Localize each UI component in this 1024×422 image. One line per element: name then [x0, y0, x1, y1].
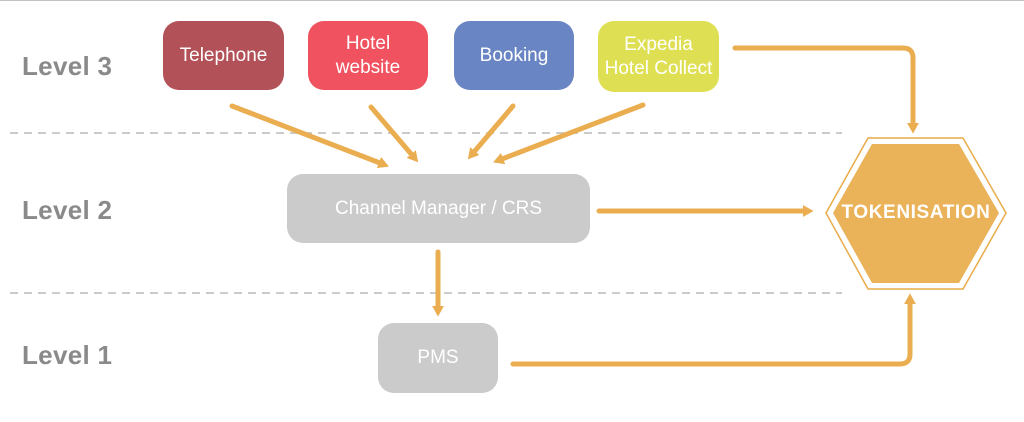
separator-level2-level1: [10, 292, 842, 294]
level-2-label: Level 2: [22, 195, 113, 225]
arrow-telephone-to-channel-manager: [229, 103, 389, 169]
tokenisation-label: TOKENISATION: [841, 202, 991, 223]
pms-box: PMS: [378, 323, 498, 393]
channel-box-expedia-hotel-collect: Expedia Hotel Collect: [598, 21, 719, 92]
channel-manager-label: Channel Manager / CRS: [335, 197, 542, 219]
channel-box-expedia-label: Expedia: [624, 33, 693, 55]
channel-box-telephone-label: Telephone: [179, 44, 268, 66]
level-3-label: Level 3: [22, 51, 113, 81]
channel-box-hotel-website: Hotel website: [308, 21, 428, 90]
channel-box-hotel-website-label: Hotel: [345, 32, 391, 54]
arrow-pms-to-tokenisation: [510, 293, 917, 367]
channel-box-telephone: Telephone: [163, 21, 284, 90]
channel-box-booking: Booking: [454, 21, 574, 90]
channel-box-expedia-label-line2: Hotel Collect: [604, 57, 713, 79]
channel-manager-box: Channel Manager / CRS: [287, 174, 590, 243]
channel-box-booking-label: Booking: [479, 44, 549, 66]
separator-level3-level2: [10, 132, 842, 134]
arrow-hotel-website-to-channel-manager: [368, 104, 419, 163]
level-1-label: Level 1: [22, 340, 113, 370]
pms-label: PMS: [417, 347, 459, 369]
arrow-expedia-to-tokenisation: [732, 45, 920, 134]
top-edge-line: [0, 0, 1024, 1]
channel-box-hotel-website-label-line2: website: [335, 56, 401, 78]
arrow-booking-to-channel-manager: [467, 103, 516, 160]
